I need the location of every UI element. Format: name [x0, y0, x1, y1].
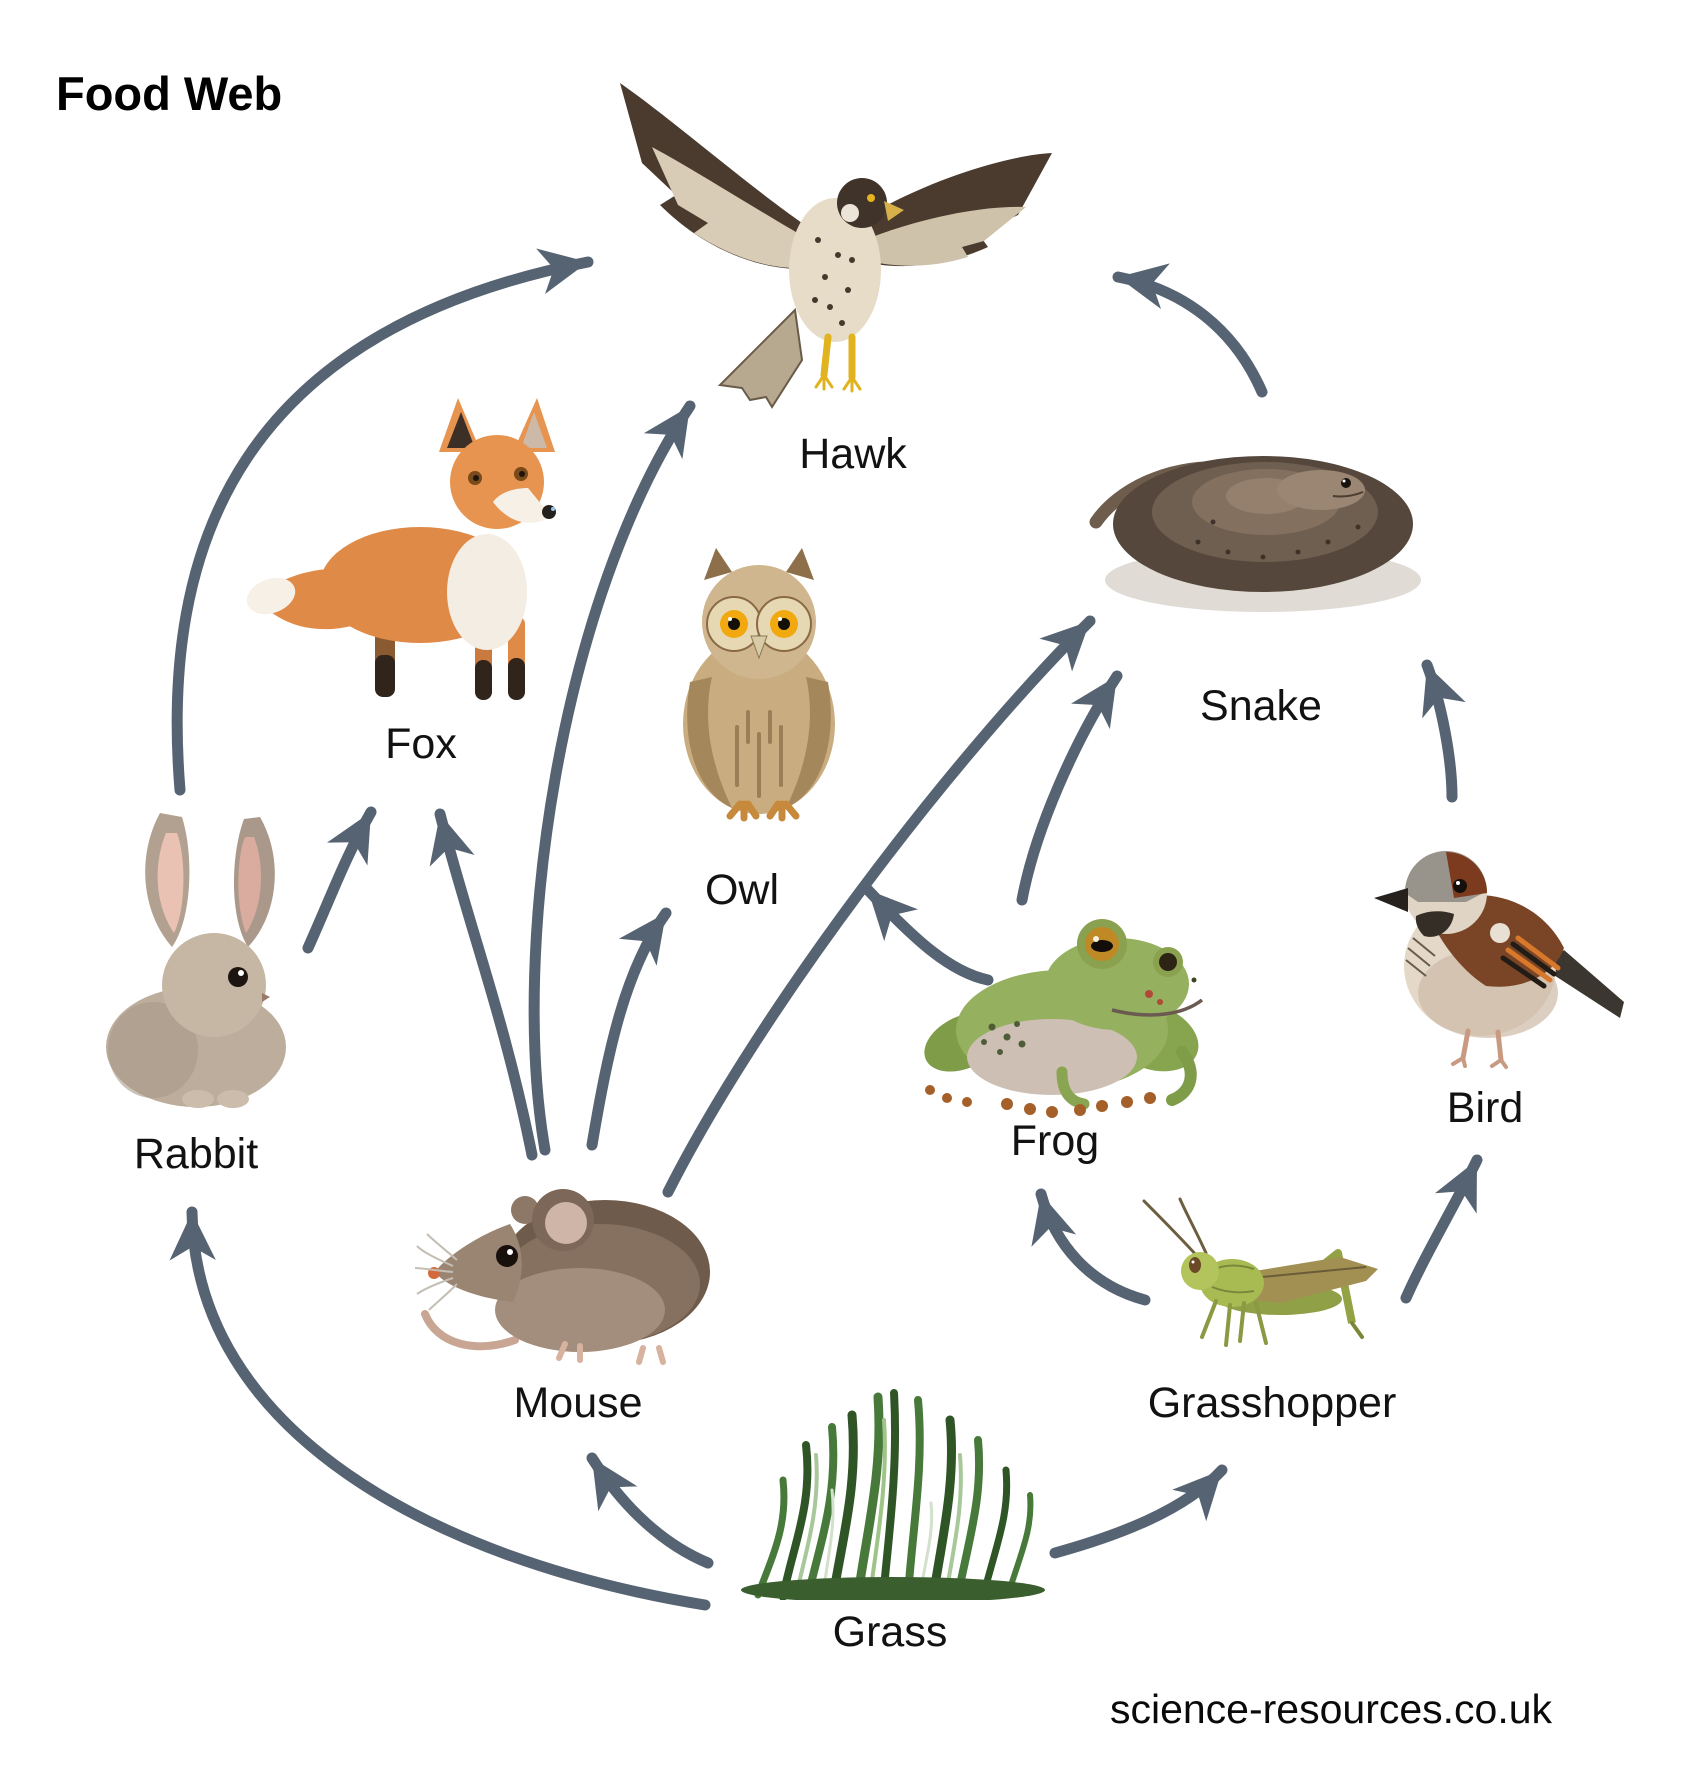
snake-icon	[1089, 456, 1421, 612]
arrow-rabbit-to-fox	[302, 806, 377, 954]
fox-label: Fox	[385, 720, 457, 768]
arrow-grasshopper-to-bird	[1400, 1154, 1483, 1304]
watermark-url: science-resources.co.uk	[1109, 1686, 1553, 1732]
arrow-frog-to-owl	[862, 884, 994, 986]
arrow-frog-to-snake	[1016, 670, 1123, 906]
mouse-image	[415, 1172, 725, 1372]
hawk-label: Hawk	[799, 430, 907, 478]
bird-icon	[1374, 850, 1624, 1069]
owl-image	[652, 542, 867, 822]
grass-label: Grass	[832, 1608, 948, 1656]
arrow-grasshopper-to-frog	[1031, 1188, 1151, 1306]
arrow-grass-to-grasshopper	[1049, 1464, 1228, 1559]
grasshopper-icon	[1142, 1197, 1378, 1347]
hawk-icon	[620, 83, 1052, 409]
grasshopper-image	[1140, 1195, 1395, 1370]
arrow-mouse-to-snake	[662, 615, 1096, 1198]
grass-icon	[741, 1389, 1045, 1600]
bird-image	[1368, 818, 1628, 1078]
snake-image	[1078, 372, 1428, 622]
grass-image	[728, 1385, 1053, 1600]
hawk-image	[590, 55, 1070, 440]
owl-icon	[683, 548, 835, 822]
arrow-bird-to-snake	[1421, 659, 1466, 803]
owl-label: Owl	[704, 866, 780, 914]
rabbit-image	[98, 795, 333, 1110]
rabbit-label: Rabbit	[133, 1130, 259, 1178]
arrow-mouse-to-fox	[429, 808, 538, 1161]
arrow-rabbit-to-hawk	[171, 248, 594, 796]
arrow-snake-to-hawk	[1112, 263, 1268, 398]
snake-label: Snake	[1200, 682, 1322, 730]
rabbit-icon	[106, 813, 286, 1108]
bird-label: Bird	[1446, 1084, 1524, 1132]
arrow-grass-to-rabbit	[169, 1206, 711, 1611]
frog-icon	[924, 919, 1204, 1118]
arrow-grass-to-mouse	[586, 1452, 714, 1569]
grasshopper-label: Grasshopper	[1147, 1379, 1397, 1427]
fox-image	[225, 340, 585, 710]
fox-icon	[246, 398, 556, 700]
mouse-icon	[415, 1189, 710, 1365]
frog-label: Frog	[1010, 1117, 1100, 1165]
arrow-mouse-to-hawk	[528, 400, 696, 1156]
frog-image	[912, 902, 1207, 1122]
mouse-label: Mouse	[513, 1379, 643, 1427]
arrow-mouse-to-owl	[586, 907, 672, 1151]
page-title: Food Web	[56, 67, 283, 120]
